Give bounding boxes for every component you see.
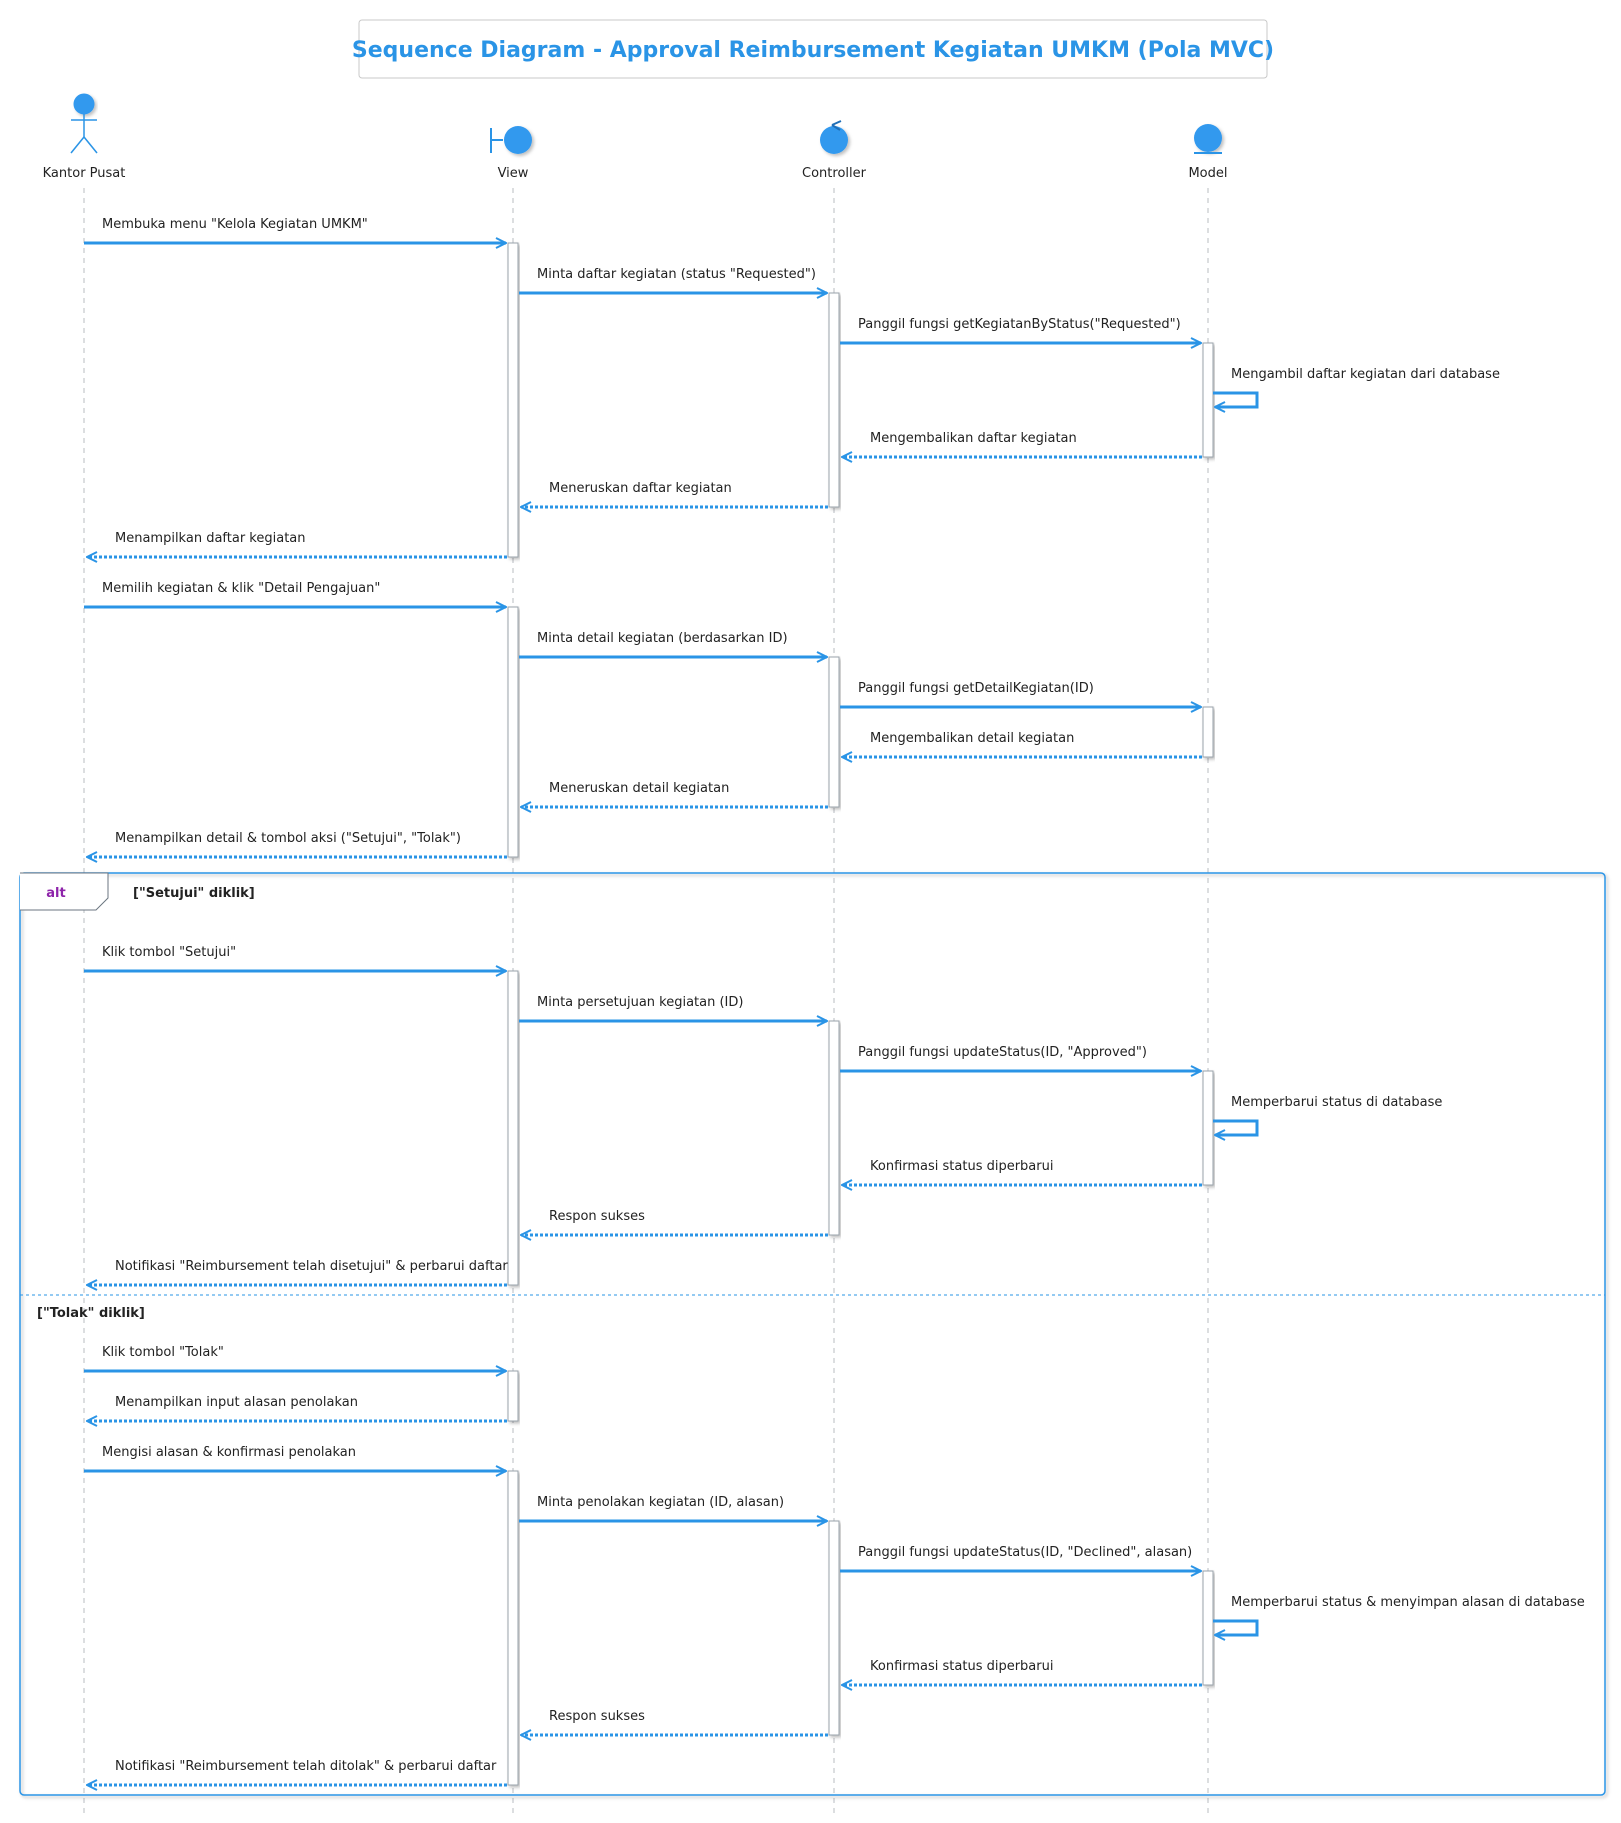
message-arrow-16: Panggil fungsi updateStatus(ID, "Approve…: [840, 1045, 1201, 1071]
message-label: Notifikasi "Reimbursement telah disetuju…: [115, 1259, 508, 1274]
message-label: Panggil fungsi updateStatus(ID, "Approve…: [858, 1045, 1147, 1060]
message-arrow-6: Meneruskan daftar kegiatan: [521, 481, 828, 507]
control-icon: [820, 120, 848, 154]
message-label: Minta persetujuan kegiatan (ID): [537, 995, 743, 1010]
activation-bar-ctrl: [828, 1520, 840, 1736]
message-arrow-14: Klik tombol "Setujui": [84, 945, 506, 971]
message-label: Konfirmasi status diperbarui: [870, 1159, 1053, 1174]
activation-bar-ctrl: [828, 656, 840, 808]
message-arrow-7: Menampilkan daftar kegiatan: [87, 531, 507, 557]
message-arrow-17: Memperbarui status di database: [1213, 1095, 1442, 1135]
participant-label-ctrl: Controller: [802, 166, 867, 181]
messages: Membuka menu "Kelola Kegiatan UMKM" Minta…: [84, 217, 1585, 1785]
activation-bar-view: [507, 242, 519, 558]
message-label: Menampilkan daftar kegiatan: [115, 531, 306, 546]
participant-label-view: View: [498, 166, 529, 181]
participants: Kantor Pusat View Controller Model: [43, 93, 1228, 181]
activation-bar-model: [1202, 1570, 1214, 1686]
message-label: Panggil fungsi getDetailKegiatan(ID): [858, 681, 1094, 696]
participant-label-model: Model: [1188, 166, 1227, 181]
activations: [507, 242, 1214, 1786]
message-label: Panggil fungsi updateStatus(ID, "Decline…: [858, 1545, 1192, 1560]
message-label: Minta penolakan kegiatan (ID, alasan): [537, 1495, 784, 1510]
message-arrow-27: Konfirmasi status diperbarui: [842, 1659, 1202, 1685]
message-label: Memilih kegiatan & klik "Detail Pengajua…: [102, 581, 380, 596]
message-label: Meneruskan detail kegiatan: [549, 781, 729, 796]
message-label: Membuka menu "Kelola Kegiatan UMKM": [102, 217, 368, 232]
message-label: Menampilkan detail & tombol aksi ("Setuj…: [115, 831, 461, 846]
message-arrow-19: Respon sukses: [521, 1209, 828, 1235]
message-label: Respon sukses: [549, 1709, 645, 1724]
activation-bar-view: [507, 970, 519, 1286]
message-label: Mengisi alasan & konfirmasi penolakan: [102, 1445, 356, 1460]
activation-bar-model: [1202, 342, 1214, 458]
message-arrow-2: Minta daftar kegiatan (status "Requested…: [519, 267, 827, 293]
message-arrow-25: Panggil fungsi updateStatus(ID, "Decline…: [840, 1545, 1201, 1571]
activation-bar-model: [1202, 1070, 1214, 1186]
message-label: Respon sukses: [549, 1209, 645, 1224]
alt-frame-border: [19, 872, 1606, 1796]
title-box: [358, 19, 1268, 79]
message-arrow-13: Menampilkan detail & tombol aksi ("Setuj…: [87, 831, 507, 857]
message-arrow-24: Minta penolakan kegiatan (ID, alasan): [519, 1495, 827, 1521]
activation-bar-model: [1202, 706, 1214, 758]
activation-bar-view: [507, 1370, 519, 1422]
message-label: Klik tombol "Setujui": [102, 945, 236, 960]
diagram-title: Sequence Diagram - Approval Reimbursemen…: [352, 38, 1274, 63]
message-label: Memperbarui status di database: [1231, 1095, 1442, 1110]
alt-guard-tolak: ["Tolak" diklik]: [37, 1306, 145, 1321]
message-label: Minta daftar kegiatan (status "Requested…: [537, 267, 816, 282]
activation-bar-view: [507, 1470, 519, 1786]
activation-bar-ctrl: [828, 1020, 840, 1236]
message-arrow-8: Memilih kegiatan & klik "Detail Pengajua…: [84, 581, 506, 607]
message-arrow-9: Minta detail kegiatan (berdasarkan ID): [519, 631, 827, 657]
message-label: Meneruskan daftar kegiatan: [549, 481, 732, 496]
message-arrow-21: Klik tombol "Tolak": [84, 1345, 506, 1371]
message-label: Mengembalikan daftar kegiatan: [870, 431, 1077, 446]
message-arrow-20: Notifikasi "Reimbursement telah disetuju…: [87, 1259, 508, 1285]
message-arrow-10: Panggil fungsi getDetailKegiatan(ID): [840, 681, 1201, 707]
actor-icon: [70, 93, 98, 154]
message-label: Mengembalikan detail kegiatan: [870, 731, 1074, 746]
message-label: Minta detail kegiatan (berdasarkan ID): [537, 631, 788, 646]
message-label: Konfirmasi status diperbarui: [870, 1659, 1053, 1674]
message-label: Panggil fungsi getKegiatanByStatus("Requ…: [858, 317, 1181, 332]
activation-bar-ctrl: [828, 292, 840, 508]
message-label: Memperbarui status & menyimpan alasan di…: [1231, 1595, 1585, 1610]
alt-frame-tab: [20, 872, 109, 911]
alt-keyword: alt: [46, 886, 65, 901]
message-arrow-15: Minta persetujuan kegiatan (ID): [519, 995, 827, 1021]
alt-frame: alt ["Setujui" diklik] ["Tolak" diklik]: [19, 872, 1606, 1796]
message-label: Mengambil daftar kegiatan dari database: [1231, 367, 1500, 382]
message-arrow-11: Mengembalikan detail kegiatan: [842, 731, 1202, 757]
message-arrow-22: Menampilkan input alasan penolakan: [87, 1395, 507, 1421]
message-arrow-29: Notifikasi "Reimbursement telah ditolak"…: [87, 1759, 507, 1785]
message-label: Klik tombol "Tolak": [102, 1345, 224, 1360]
boundary-icon: [490, 126, 532, 154]
message-arrow-3: Panggil fungsi getKegiatanByStatus("Requ…: [840, 317, 1201, 343]
message-arrow-4: Mengambil daftar kegiatan dari database: [1213, 367, 1500, 407]
message-arrow-23: Mengisi alasan & konfirmasi penolakan: [84, 1445, 506, 1471]
message-arrow-26: Memperbarui status & menyimpan alasan di…: [1213, 1595, 1585, 1635]
message-arrow-5: Mengembalikan daftar kegiatan: [842, 431, 1202, 457]
message-arrow-18: Konfirmasi status diperbarui: [842, 1159, 1202, 1185]
message-arrow-1: Membuka menu "Kelola Kegiatan UMKM": [84, 217, 506, 243]
alt-guard-setujui: ["Setujui" diklik]: [133, 886, 255, 901]
message-label: Notifikasi "Reimbursement telah ditolak"…: [115, 1759, 497, 1774]
message-arrow-12: Meneruskan detail kegiatan: [521, 781, 828, 807]
message-arrow-28: Respon sukses: [521, 1709, 828, 1735]
participant-label-kp: Kantor Pusat: [43, 166, 126, 181]
entity-icon: [1194, 124, 1222, 154]
message-label: Menampilkan input alasan penolakan: [115, 1395, 358, 1410]
activation-bar-view: [507, 606, 519, 858]
